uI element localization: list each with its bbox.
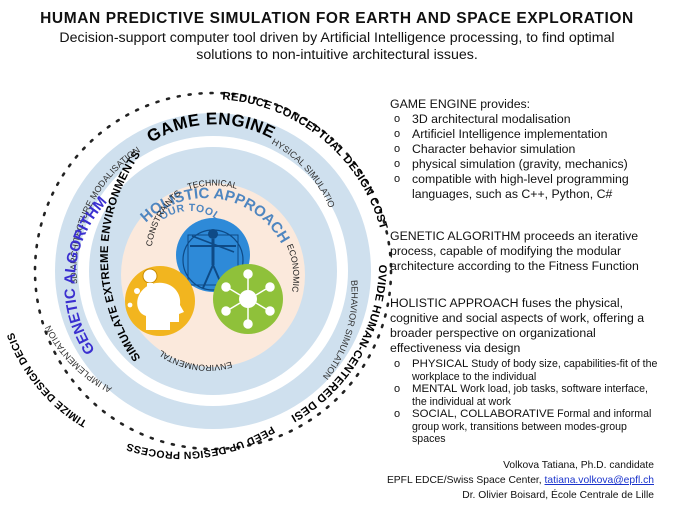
credit-author: Volkova Tatiana, Ph.D. candidate (503, 460, 654, 471)
list-item: physical simulation (gravity, mechanics) (390, 157, 665, 172)
list-item: compatible with high-level programming l… (390, 172, 665, 202)
holistic-approach-text: fuses the physical, cognitive and social… (390, 296, 645, 355)
game-engine-list: 3D architectural modalisation Artificiel… (390, 112, 665, 202)
mental-text: Work load, job tasks, software interface… (412, 383, 648, 408)
list-item: Character behavior simulation (390, 142, 665, 157)
game-engine-heading: GAME ENGINE provides: (390, 97, 665, 112)
credit-affiliation: EPFL EDCE/Swiss Space Center, tatiana.vo… (387, 475, 654, 486)
credit-affiliation-text: EPFL EDCE/Swiss Space Center, (386, 475, 545, 486)
list-item: SOCIAL, COLLABORATIVE Formal and informa… (390, 408, 660, 446)
game-engine-term: GAME ENGINE (390, 97, 477, 111)
inner-label-technical: TECHNICAL (186, 178, 239, 192)
list-item: MENTAL Work load, job tasks, software in… (390, 383, 660, 408)
subtitle-line-2: solutions to non-intuitive architectural… (196, 47, 478, 63)
genetic-algorithm-text: proceeds an iterative process, capable o… (390, 229, 639, 273)
subtitle-line-1: Decision-support computer tool driven by… (59, 30, 615, 46)
list-item: PHYSICAL Study of body size, capabilitie… (390, 358, 660, 383)
head-lightbulb-icon (125, 266, 195, 336)
genetic-algorithm-term: GENETIC ALGORITHM (390, 229, 521, 243)
game-engine-heading-rest: provides: (476, 97, 531, 111)
game-engine-panel: GAME ENGINE provides: 3D architectural m… (390, 97, 665, 202)
holistic-approach-term: HOLISTIC APPROACH (390, 296, 519, 310)
physical-term: PHYSICAL (412, 358, 469, 370)
page-title: HUMAN PREDICTIVE SIMULATION FOR EARTH AN… (40, 10, 634, 27)
holistic-approach-panel: HOLISTIC APPROACH fuses the physical, co… (390, 296, 660, 446)
list-item: 3D architectural modalisation (390, 112, 665, 127)
physical-text: Study of body size, capabilities-fit of … (412, 358, 658, 383)
genetic-algorithm-panel: GENETIC ALGORITHM proceeds an iterative … (390, 229, 670, 274)
list-item: Artificiel Intelligence implementation (390, 127, 665, 142)
email-link[interactable]: tatiana.volkova@epfl.ch (544, 475, 654, 486)
mental-term: MENTAL (412, 383, 458, 395)
social-term: SOCIAL, COLLABORATIVE (412, 408, 555, 420)
holistic-list: PHYSICAL Study of body size, capabilitie… (390, 358, 660, 446)
social-text: Formal and informal group work, transiti… (412, 408, 652, 445)
holistic-approach-description: HOLISTIC APPROACH fuses the physical, co… (390, 296, 660, 356)
credit-supervisor: Dr. Olivier Boisard, École Centrale de L… (462, 490, 654, 501)
people-network-icon (213, 264, 283, 334)
page-subtitle: Decision-support computer tool driven by… (20, 30, 654, 64)
